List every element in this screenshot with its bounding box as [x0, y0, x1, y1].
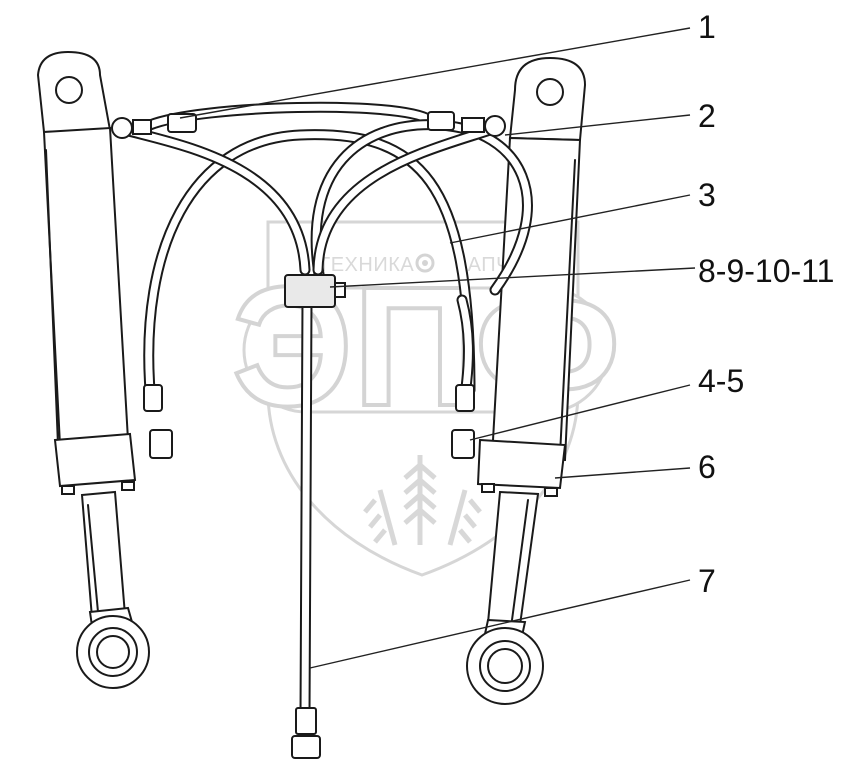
- fittings: [111, 111, 506, 759]
- tee-fitting: [284, 274, 336, 308]
- leader-lines: [179, 27, 696, 669]
- watermark-wheat-icon: [363, 455, 482, 546]
- left-hydraulic-cylinder: [36, 50, 150, 689]
- callout-6: 6: [698, 449, 716, 485]
- leader-7: [309, 579, 691, 669]
- leader-3: [449, 194, 691, 244]
- callout-4-5: 4-5: [698, 363, 744, 399]
- leader-4-5: [469, 384, 691, 441]
- callout-3: 3: [698, 177, 716, 213]
- callout-7: 7: [698, 563, 716, 599]
- leader-1: [179, 27, 691, 119]
- watermark-left-text: ТЕХНИКА: [318, 254, 414, 276]
- callout-8-9-10-11: 8-9-10-11: [698, 253, 834, 289]
- right-hydraulic-cylinder: [466, 56, 587, 705]
- callout-1: 1: [698, 9, 716, 45]
- callout-2: 2: [698, 98, 716, 134]
- gear-icon: [415, 253, 435, 273]
- leader-2: [504, 114, 691, 136]
- callout-labels: 1 2 3 8-9-10-11 4-5 6 7: [698, 9, 834, 599]
- leader-8-9-10-11: [329, 267, 696, 288]
- leader-6: [554, 467, 691, 479]
